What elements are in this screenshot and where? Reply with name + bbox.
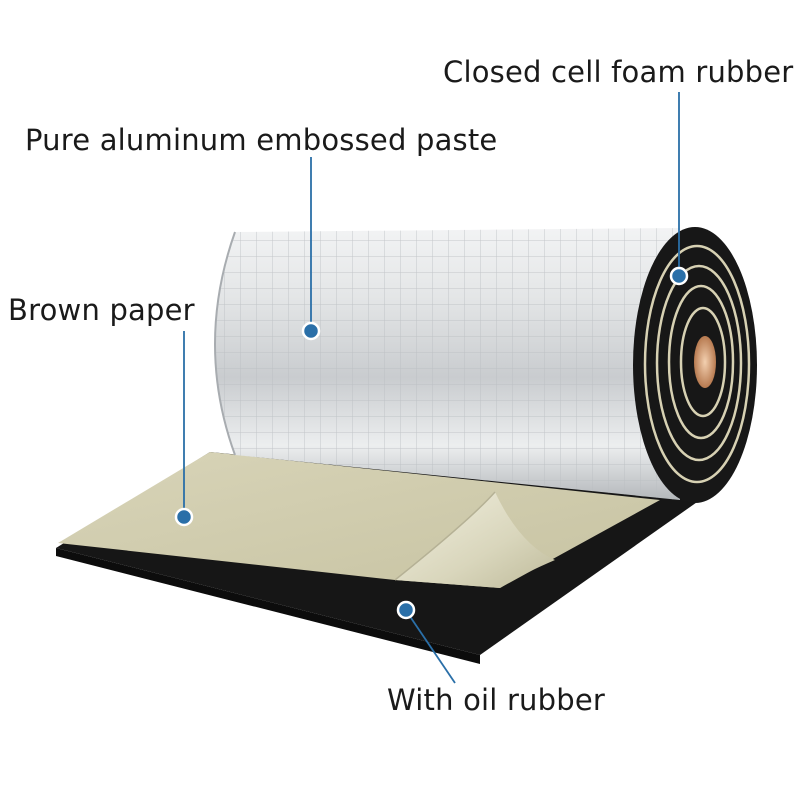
callouts [174, 92, 689, 684]
label-brown-paper: Brown paper [8, 293, 195, 327]
peeled-flap [394, 491, 555, 588]
label-with-oil-rubber: With oil rubber [387, 683, 606, 717]
roll-body [214, 228, 680, 500]
callout-dot-brown-paper [174, 507, 194, 527]
label-pure-aluminum-embossed-paste: Pure aluminum embossed paste [25, 123, 498, 157]
callout-dot-aluminum [301, 321, 321, 341]
callout-dot-oil-rubber [396, 600, 416, 620]
label-closed-cell-foam-rubber: Closed cell foam rubber [443, 55, 794, 89]
callout-dot-closed-cell [669, 266, 689, 286]
roll-core [694, 336, 716, 388]
roll-end-spiral [633, 227, 757, 503]
